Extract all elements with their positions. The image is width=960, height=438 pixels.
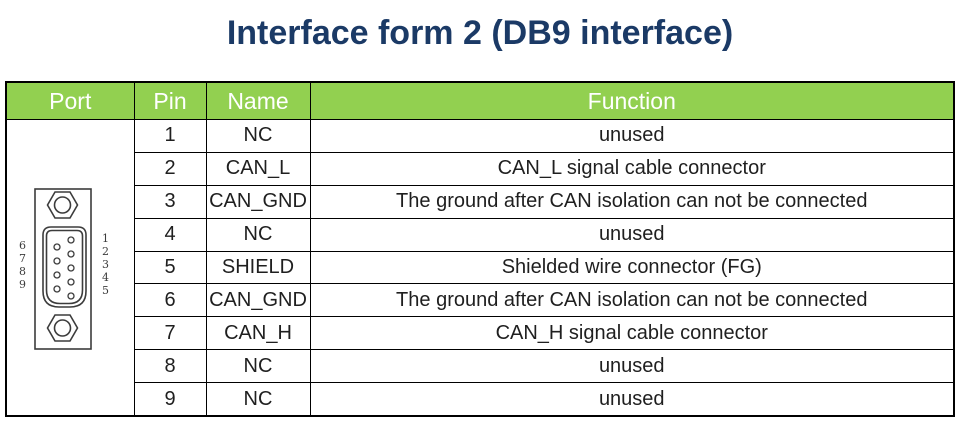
table-row: 5 SHIELD Shielded wire connector (FG) <box>6 250 955 285</box>
name-cell: CAN_GND <box>205 184 311 219</box>
header-pin: Pin <box>133 81 207 120</box>
name-cell: NC <box>205 349 311 384</box>
pin-label-4: 4 <box>102 271 109 284</box>
page-title: Interface form 2 (DB9 interface) <box>226 14 734 52</box>
function-cell: unused <box>309 217 955 252</box>
pin-cell: 4 <box>133 217 207 252</box>
pin-cell: 2 <box>133 151 207 186</box>
function-cell: unused <box>309 349 955 384</box>
pin-cell: 9 <box>133 382 207 417</box>
table-row: 4 NC unused <box>6 217 955 252</box>
port-cell: 6 7 8 9 1 2 3 4 5 <box>5 119 135 417</box>
function-cell: unused <box>309 119 955 153</box>
function-cell: CAN_H signal cable connector <box>309 316 955 351</box>
function-cell: CAN_L signal cable connector <box>309 151 955 186</box>
pin-cell: 3 <box>133 184 207 219</box>
name-cell: SHIELD <box>205 250 311 285</box>
pin-cell: 8 <box>133 349 207 384</box>
function-cell: The ground after CAN isolation can not b… <box>309 184 955 219</box>
table-row: 2 CAN_L CAN_L signal cable connector <box>6 151 955 186</box>
name-cell: CAN_GND <box>205 283 311 318</box>
table-row: 8 NC unused <box>6 349 955 384</box>
pin-label-2: 2 <box>102 245 109 258</box>
db9-pinout-table: Port Pin Name Function <box>5 81 955 418</box>
function-cell: unused <box>309 382 955 417</box>
name-cell: NC <box>205 217 311 252</box>
table-row: 7 CAN_H CAN_H signal cable connector <box>6 316 955 351</box>
name-cell: CAN_H <box>205 316 311 351</box>
pin-label-6: 6 <box>19 239 26 252</box>
pin-cell: 7 <box>133 316 207 351</box>
pin-label-5: 5 <box>102 284 109 297</box>
name-cell: NC <box>205 119 311 153</box>
pin-cell: 1 <box>133 119 207 153</box>
pin-label-9: 9 <box>19 278 26 291</box>
header-port: Port <box>5 81 135 120</box>
pin-label-3: 3 <box>102 258 109 271</box>
pin-cell: 5 <box>133 250 207 285</box>
table-row: 6 7 8 9 1 2 3 4 5 1 NC unused <box>5 119 955 417</box>
pin-label-7: 7 <box>19 252 26 265</box>
table-row: 3 CAN_GND The ground after CAN isolation… <box>6 184 955 219</box>
pin-label-8: 8 <box>19 265 26 278</box>
table-body: 6 7 8 9 1 2 3 4 5 1 NC unused 2 CAN_L CA… <box>5 119 955 417</box>
db9-connector-icon: 6 7 8 9 1 2 3 4 5 <box>19 188 109 350</box>
header-function: Function <box>309 81 955 120</box>
header-name: Name <box>205 81 311 120</box>
name-cell: CAN_L <box>205 151 311 186</box>
pin-cell: 6 <box>133 283 207 318</box>
name-cell: NC <box>205 382 311 417</box>
table-row: 6 CAN_GND The ground after CAN isolation… <box>6 283 955 318</box>
pin-label-1: 1 <box>102 232 109 245</box>
table-header: Port Pin Name Function <box>5 81 955 120</box>
function-cell: Shielded wire connector (FG) <box>309 250 955 285</box>
function-cell: The ground after CAN isolation can not b… <box>309 283 955 318</box>
table-row: 9 NC unused <box>6 382 955 417</box>
